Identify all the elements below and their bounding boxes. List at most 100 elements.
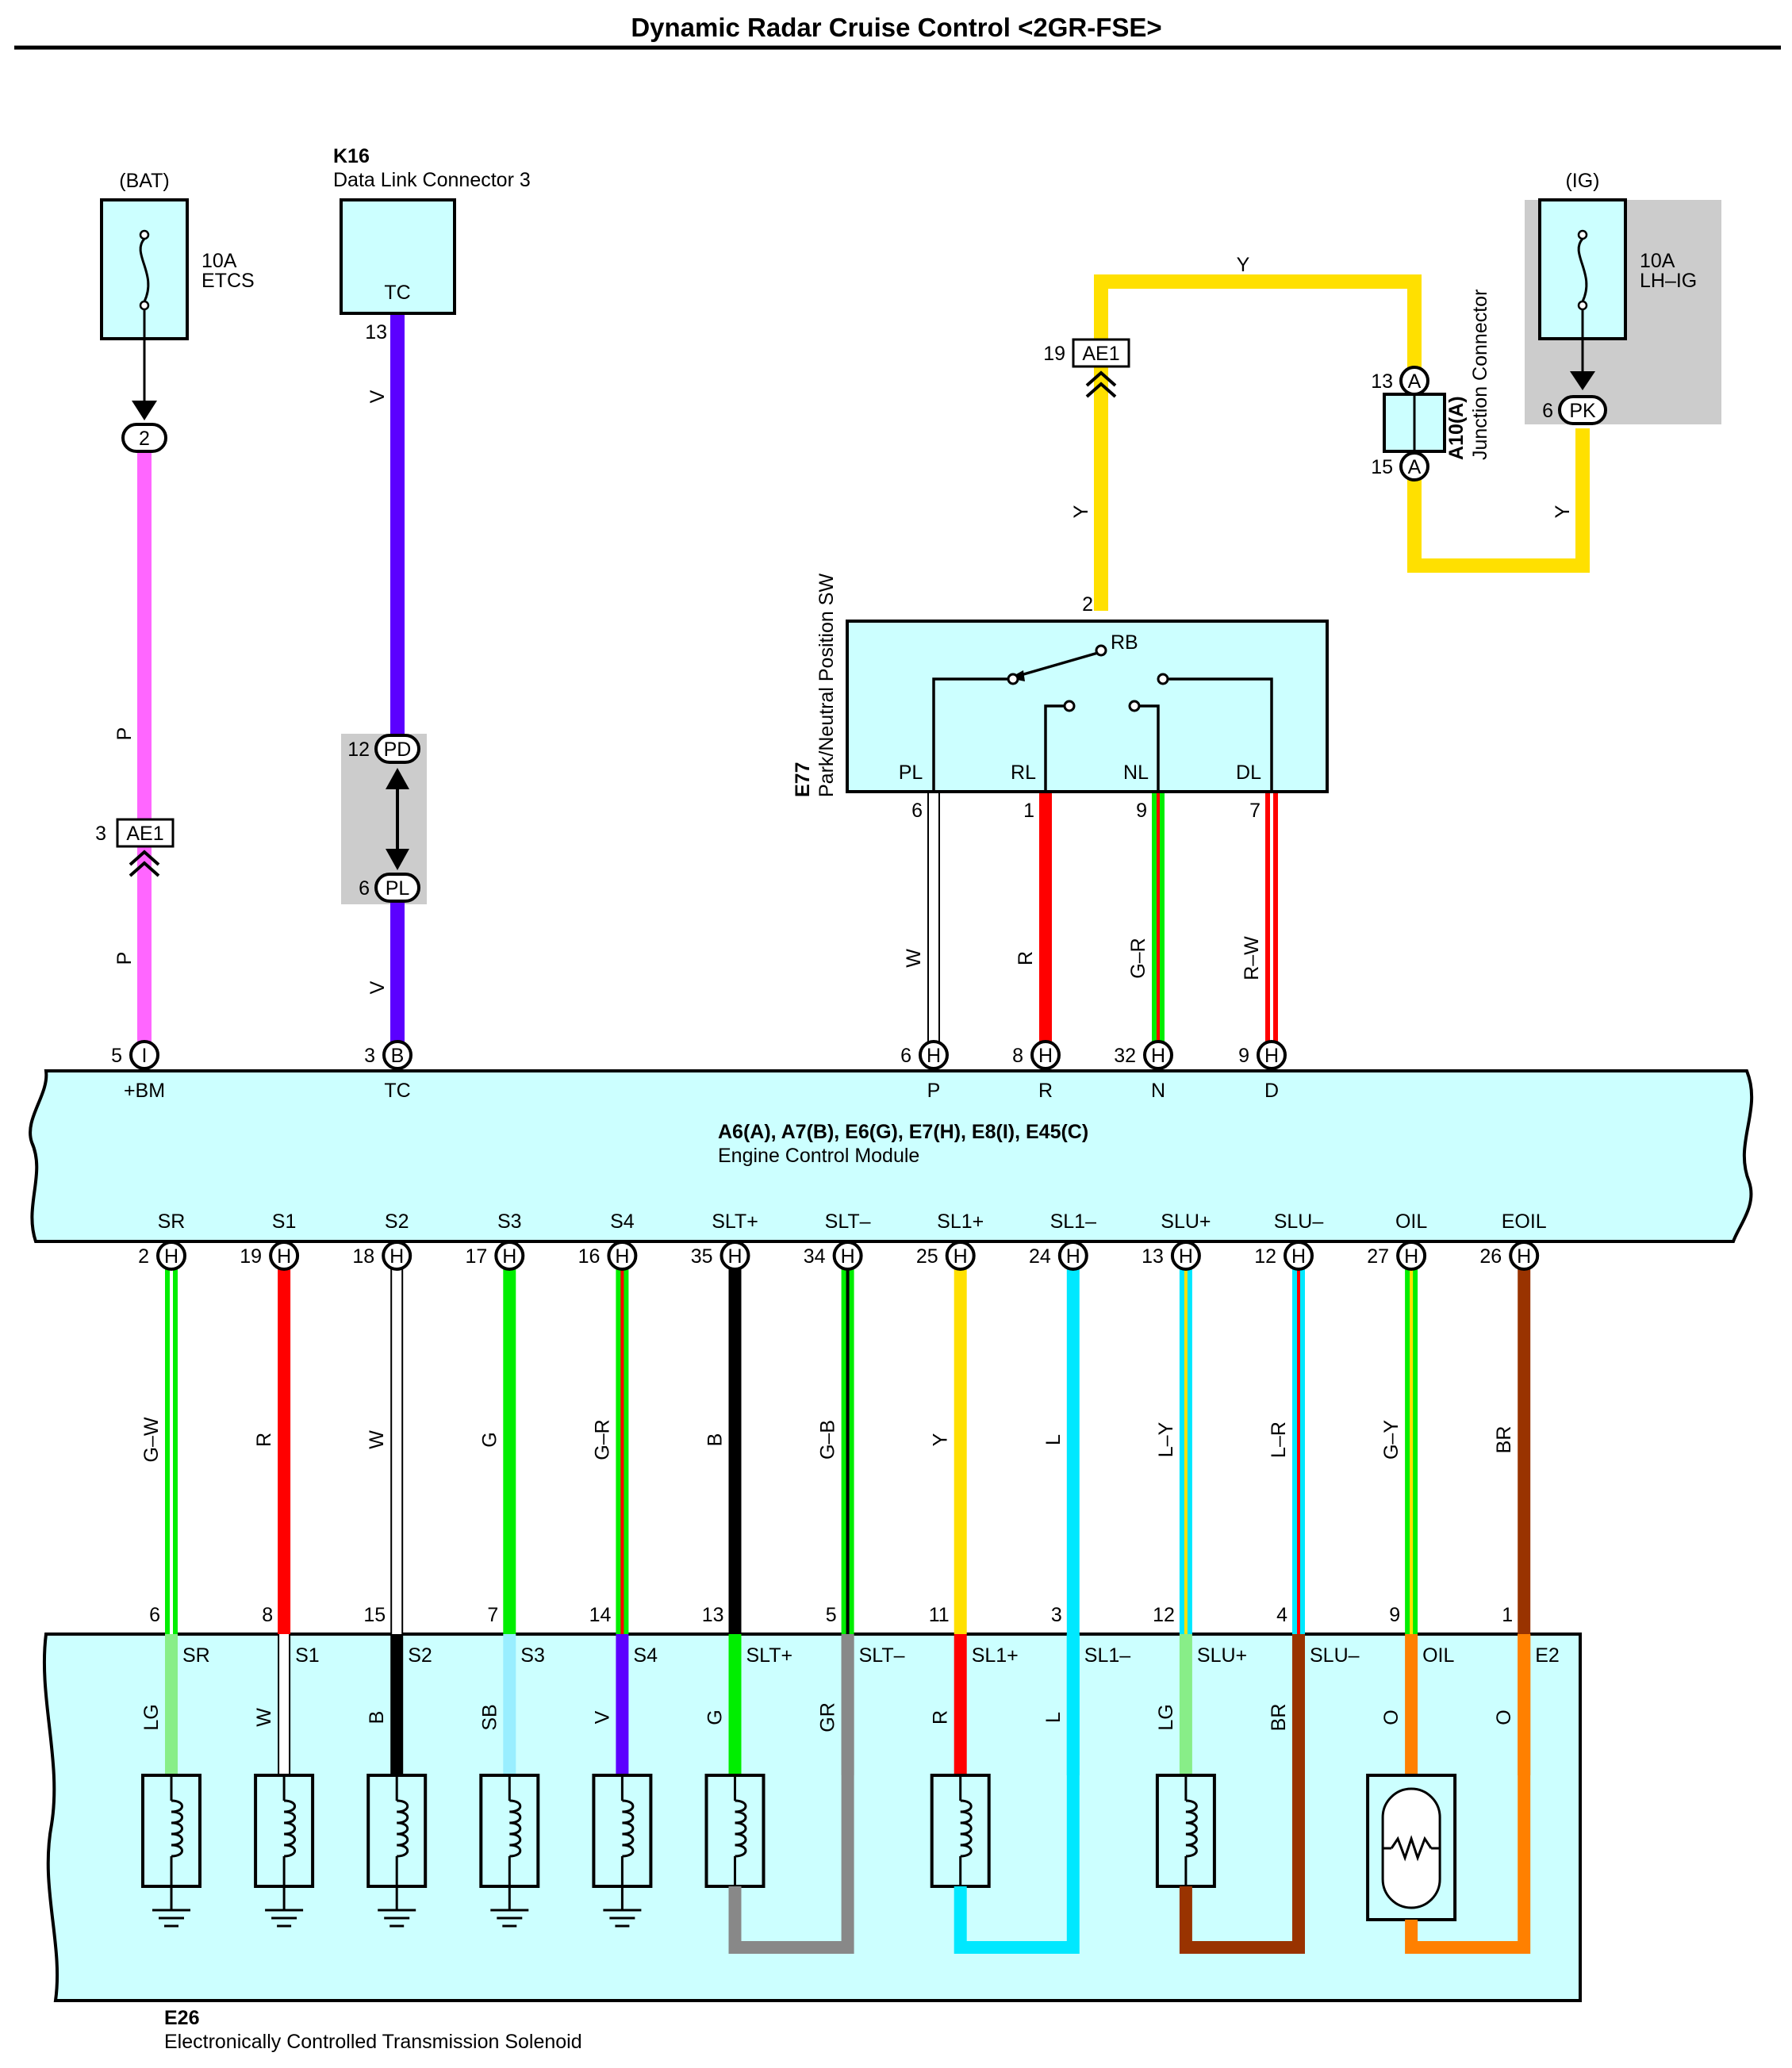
dlc-box [340,198,456,315]
ground-icon [378,1886,416,1928]
ig-fuse-rating: 10A [1640,250,1675,272]
ecm-pin-eoil-label: H [1517,1245,1531,1268]
coil-winding [284,1799,297,1858]
ecm-pin-s4-num: 16 [578,1245,601,1268]
ecm-pin-n-num: 32 [1114,1045,1136,1067]
wire-label-oil: G–Y [1380,1420,1403,1460]
ecm-pin-sl1-minus-num: 24 [1029,1245,1051,1268]
e26-term-eoil: E2 [1535,1644,1560,1667]
ecm-term-slt-minus: SLT– [825,1210,871,1233]
e26-pin-s2-num: 15 [363,1604,386,1626]
ecm-pin-sl1-plus [945,1241,976,1271]
jc-ae1-top-label: AE1 [1082,343,1119,365]
ecm-pin-tc [382,1040,413,1070]
ecm-pin-s2-num: 18 [352,1245,374,1268]
pd-arrow-icon [386,768,409,789]
ecm-pin-s2 [382,1241,413,1271]
wire-label-slt-minus: G–B [817,1420,839,1460]
pd-pin [374,734,420,764]
ecm-pin-sr-num: 2 [138,1245,149,1268]
e26-pin-sr-num: 6 [149,1604,160,1626]
e26-term-sl1-plus: SL1+ [972,1644,1019,1667]
ecm-pin-d [1257,1040,1287,1070]
int-wire-label-slt-minus: GR [817,1702,839,1732]
e26-term-slu-minus: SLU– [1310,1644,1360,1667]
e26-pin-sl1-minus-num: 3 [1051,1604,1062,1626]
ig-pin-label: PK [1569,400,1596,422]
wire-label-r-w: R–W [1241,936,1263,980]
junction-bot-num: 15 [1371,456,1393,478]
solenoid-coil-icon [141,1774,201,1888]
ecm-pin-tc-label: B [391,1045,405,1067]
ecm-term-r: R [1038,1080,1053,1102]
bat-fuse-rating: 10A [201,250,237,272]
solenoid-coil-icon [479,1774,540,1888]
ecm-pin-slt-plus-label: H [727,1245,742,1268]
dlc-terminal: TC [384,282,410,304]
ecm-term-sl1-minus: SL1– [1050,1210,1096,1233]
ecm-pin-n-label: H [1151,1045,1165,1067]
int-wire-label-s3: SB [478,1704,501,1730]
bat-source-label: (BAT) [119,170,169,192]
wire-label-g-r: G–R [1127,938,1149,978]
e26-term-sr: SR [182,1644,210,1667]
int-wire-label-sl1-minus: L [1042,1712,1065,1723]
wire-label-v-upper: V [366,389,389,403]
junction-id: A10(A) [1445,396,1468,460]
coil-winding [960,1799,973,1858]
e26-term-slt-plus: SLT+ [746,1644,793,1667]
ecm-term-tc: TC [384,1080,410,1102]
ecm-pin-oil [1396,1241,1427,1271]
ground-icon [490,1886,529,1928]
ecm-term-slu-plus: SLU+ [1161,1210,1211,1233]
coil-winding [622,1799,635,1858]
ecm-pin-bm [129,1040,159,1070]
ecm-term-p: P [927,1080,941,1102]
bat-fuse-name: ETCS [201,270,255,292]
bat-pin-label: 2 [139,428,150,450]
coil-winding [509,1799,522,1858]
ecm-term-slu-minus: SLU– [1274,1210,1324,1233]
ecm-pin-tc-num: 3 [364,1045,375,1067]
coil-winding [1185,1799,1198,1858]
wire-label-s1: R [253,1433,275,1447]
e77-pin-pl: 6 [911,800,923,822]
ecm-pin-s1 [269,1241,300,1271]
e77-box [846,620,1329,793]
ecm-term-s1: S1 [272,1210,297,1233]
jc-ae1-bat-label: AE1 [126,823,163,845]
ecm-pin-sr-label: H [164,1245,178,1268]
ig-pin-pk [1558,395,1607,425]
e77-rb-pin: 2 [1082,593,1093,616]
ecm-term-sr: SR [158,1210,186,1233]
ecm-term-eoil: EOIL [1502,1210,1547,1233]
ecm-body [29,1069,1754,1243]
ecm-pin-bm-label: I [142,1045,148,1067]
coil-winding [735,1799,747,1858]
int-wire-oil-return [1405,1634,1531,1954]
junction-name: Junction Connector [1469,290,1491,460]
wire-label-w: W [903,949,925,968]
ecm-term-oil: OIL [1395,1210,1427,1233]
e77-term-dl: DL [1236,762,1261,784]
e26-term-sl1-minus: SL1– [1084,1644,1130,1667]
e26-term-slt-minus: SLT– [859,1644,905,1667]
e77-rb-label: RB [1111,631,1138,654]
wire-label-s3: G [478,1432,501,1447]
int-wire-label-slu-minus: BR [1268,1704,1290,1732]
e26-pin-oil-num: 9 [1389,1604,1400,1626]
diagram-title: Dynamic Radar Cruise Control <2GR-FSE> [631,13,1161,42]
ecm-term-d: D [1264,1080,1279,1102]
ecm-pin-slt-minus-num: 34 [804,1245,826,1268]
ecm-pin-p [919,1040,949,1070]
pl-pin-num: 6 [359,877,370,900]
solenoid-coil-icon [930,1774,991,1888]
ecm-pin-s3-label: H [502,1245,516,1268]
jc-ae1-bat [116,818,175,848]
ecm-pin-slu-minus-num: 12 [1254,1245,1276,1268]
int-wire-label-eoil: O [1493,1709,1515,1725]
jc-ae1-top-num: 19 [1043,343,1065,365]
solenoid-coil-icon [1155,1774,1216,1888]
ecm-pin-s4-label: H [615,1245,629,1268]
ig-arrow-icon [1570,371,1595,390]
